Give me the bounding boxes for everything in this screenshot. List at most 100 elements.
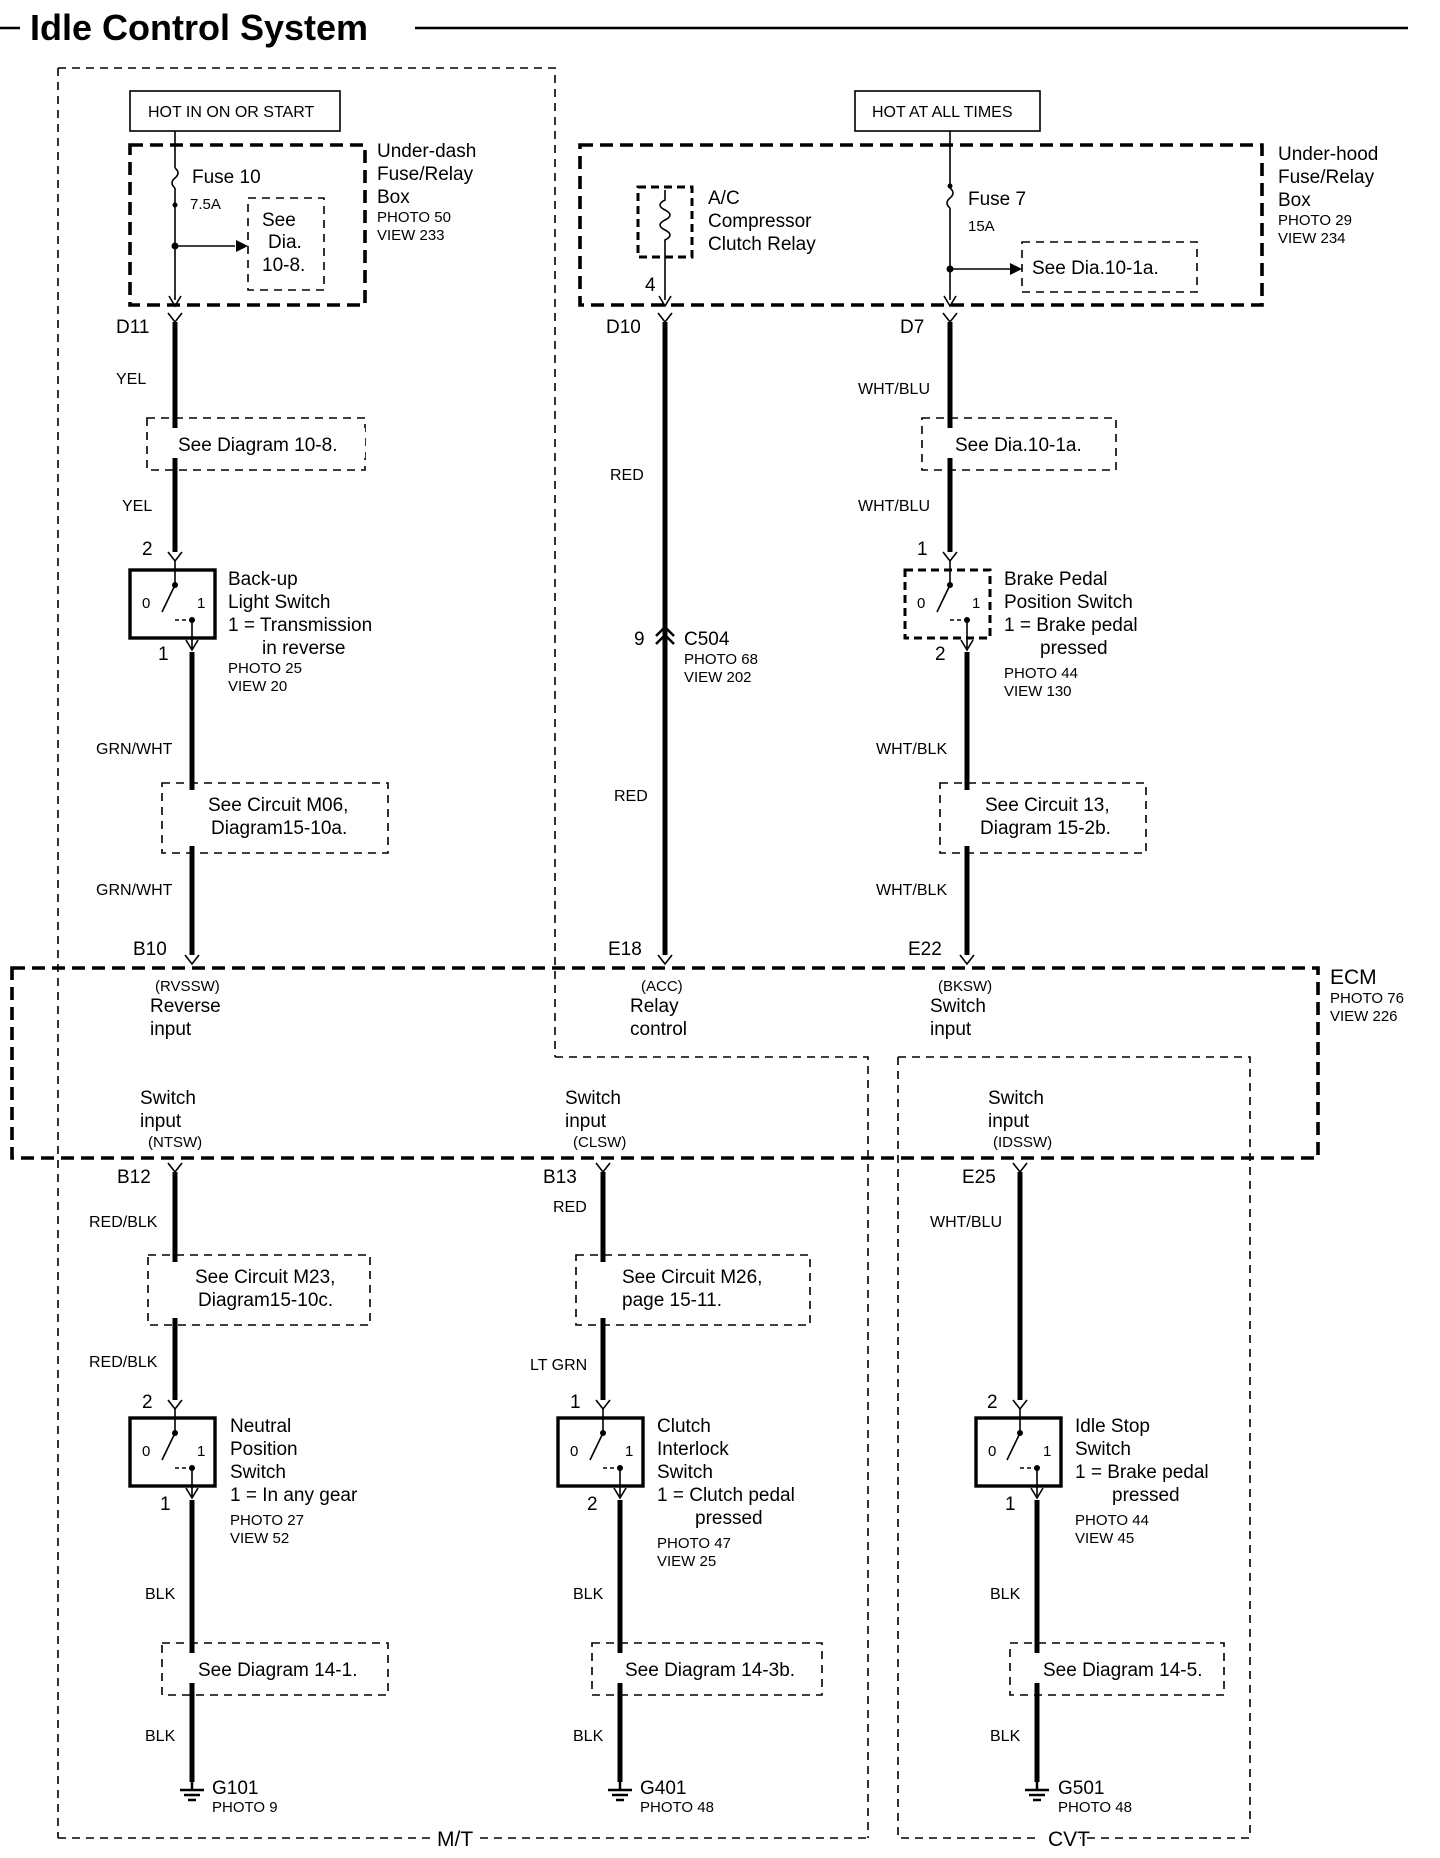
wire-color-blk: BLK bbox=[573, 1586, 604, 1603]
svg-text:Clutch Relay: Clutch Relay bbox=[708, 234, 816, 255]
variant-label-cvt: CVT bbox=[1048, 1828, 1090, 1851]
svg-text:Switch: Switch bbox=[565, 1088, 621, 1109]
ecm-box: ECM PHOTO 76 VIEW 226 (RVSSW) Reverse in… bbox=[10, 966, 1404, 1160]
idle-stop-switch: 0 1 bbox=[974, 1399, 1063, 1500]
ref-diagram-14-5: See Diagram 14-5. bbox=[1043, 1660, 1202, 1681]
wire-color-red-blk: RED/BLK bbox=[89, 1214, 158, 1231]
svg-text:input: input bbox=[988, 1111, 1030, 1132]
ref-circuit-m26: See Circuit M26, bbox=[622, 1267, 762, 1288]
svg-text:PHOTO 47: PHOTO 47 bbox=[657, 1535, 731, 1552]
svg-text:PHOTO 9: PHOTO 9 bbox=[212, 1799, 278, 1816]
svg-text:Switch: Switch bbox=[988, 1088, 1044, 1109]
fuse-7-label: Fuse 7 bbox=[968, 189, 1026, 210]
svg-text:Reverse: Reverse bbox=[150, 996, 221, 1017]
wire-color-blk: BLK bbox=[573, 1728, 604, 1745]
svg-text:See Dia.10-1a.: See Dia.10-1a. bbox=[1032, 258, 1159, 279]
svg-text:0: 0 bbox=[142, 1443, 150, 1460]
circuit-clutch-switch: B13 RED See Circuit M26, page 15-11. LT … bbox=[530, 1162, 823, 1816]
ground-icon bbox=[608, 1782, 632, 1802]
underhood-box-name-1: Under-hood bbox=[1278, 144, 1378, 165]
pin-e22: E22 bbox=[908, 939, 942, 960]
svg-text:Compressor: Compressor bbox=[708, 211, 812, 232]
svg-text:PHOTO 27: PHOTO 27 bbox=[230, 1512, 304, 1529]
arrow-icon bbox=[1010, 263, 1022, 275]
svg-text:1: 1 bbox=[625, 1443, 633, 1460]
ref-diagram-14-1: See Diagram 14-1. bbox=[198, 1660, 357, 1681]
ecm-label: ECM bbox=[1330, 966, 1377, 989]
svg-text:pressed: pressed bbox=[1040, 638, 1108, 659]
svg-text:HOT IN ON OR START: HOT IN ON OR START bbox=[148, 104, 314, 121]
pin-2: 2 bbox=[142, 539, 153, 560]
neutral-switch-name-1: Neutral bbox=[230, 1416, 291, 1437]
ref-diagram-10-8: See Diagram 10-8. bbox=[178, 435, 337, 456]
page-title: Idle Control System bbox=[30, 7, 368, 48]
svg-text:PHOTO 29: PHOTO 29 bbox=[1278, 212, 1352, 229]
pin-d7: D7 bbox=[900, 317, 924, 338]
ground-icon bbox=[1025, 1782, 1049, 1802]
svg-text:VIEW 234: VIEW 234 bbox=[1278, 230, 1346, 247]
neutral-position-switch: 0 1 bbox=[128, 1399, 217, 1500]
hot-label-all-times: HOT AT ALL TIMES bbox=[854, 90, 1041, 132]
fuse-7-symbol bbox=[946, 187, 954, 209]
svg-text:1 = Brake pedal: 1 = Brake pedal bbox=[1075, 1462, 1209, 1483]
svg-text:PHOTO 48: PHOTO 48 bbox=[640, 1799, 714, 1816]
circuit-neutral-switch: B12 RED/BLK See Circuit M23, Diagram15-1… bbox=[89, 1162, 389, 1816]
clutch-switch-name-3: Switch bbox=[657, 1462, 713, 1483]
svg-text:PHOTO 50: PHOTO 50 bbox=[377, 209, 451, 226]
svg-text:1 = Transmission: 1 = Transmission bbox=[228, 615, 372, 636]
clutch-switch-name-1: Clutch bbox=[657, 1416, 711, 1437]
svg-text:HOT AT ALL TIMES: HOT AT ALL TIMES bbox=[872, 104, 1013, 121]
wire-color-blk: BLK bbox=[145, 1586, 176, 1603]
svg-text:PHOTO 44: PHOTO 44 bbox=[1075, 1512, 1149, 1529]
svg-text:Diagram 15-2b.: Diagram 15-2b. bbox=[980, 818, 1111, 839]
connector-c504 bbox=[655, 625, 675, 637]
underhood-box-name-3: Box bbox=[1278, 190, 1311, 211]
underdash-box-name-3: Box bbox=[377, 187, 410, 208]
ecm-code-clsw: (CLSW) bbox=[573, 1134, 626, 1151]
backup-switch-name-2: Light Switch bbox=[228, 592, 330, 613]
title-block: Idle Control System bbox=[0, 7, 1408, 48]
svg-text:10-8.: 10-8. bbox=[262, 255, 305, 276]
circuit-idle-stop-switch: E25 WHT/BLU 2 0 1 1 Idle Stop Switch 1 =… bbox=[930, 1162, 1225, 1816]
fuse-10-symbol bbox=[171, 167, 179, 189]
ground-icon bbox=[180, 1782, 204, 1802]
svg-text:PHOTO 25: PHOTO 25 bbox=[228, 660, 302, 677]
clutch-switch-name-2: Interlock bbox=[657, 1439, 729, 1460]
svg-text:VIEW 233: VIEW 233 bbox=[377, 227, 445, 244]
wire-color-red-blk: RED/BLK bbox=[89, 1354, 158, 1371]
svg-text:PHOTO 68: PHOTO 68 bbox=[684, 651, 758, 668]
ecm-code-acc: (ACC) bbox=[641, 978, 683, 995]
svg-text:VIEW 52: VIEW 52 bbox=[230, 1530, 289, 1547]
underdash-fuse-box: Fuse 10 7.5A See Dia. 10-8. Under-dash F… bbox=[128, 131, 476, 308]
pin-b13: B13 bbox=[543, 1167, 577, 1188]
pin-e18: E18 bbox=[608, 939, 642, 960]
pin-9: 9 bbox=[634, 629, 645, 650]
wire-color-wht-blu: WHT/BLU bbox=[858, 498, 930, 515]
ref-dia-10-1a: See Dia.10-1a. bbox=[955, 435, 1082, 456]
ref-circuit-13: See Circuit 13, bbox=[985, 795, 1110, 816]
pin-2: 2 bbox=[142, 1392, 153, 1413]
pin-2: 2 bbox=[987, 1392, 998, 1413]
svg-text:1: 1 bbox=[1043, 1443, 1051, 1460]
wire-color-wht-blk: WHT/BLK bbox=[876, 882, 947, 899]
underdash-box-name-1: Under-dash bbox=[377, 141, 476, 162]
svg-text:PHOTO 44: PHOTO 44 bbox=[1004, 665, 1078, 682]
svg-text:control: control bbox=[630, 1019, 687, 1040]
wire-color-lt-grn: LT GRN bbox=[530, 1357, 587, 1374]
svg-text:0: 0 bbox=[917, 595, 925, 612]
svg-text:Dia.: Dia. bbox=[268, 232, 302, 253]
svg-text:VIEW 130: VIEW 130 bbox=[1004, 683, 1072, 700]
brake-pedal-position-switch: 0 1 bbox=[903, 551, 992, 652]
pin-d10: D10 bbox=[606, 317, 641, 338]
wire-color-blk: BLK bbox=[145, 1728, 176, 1745]
pin-2: 2 bbox=[935, 644, 946, 665]
underdash-box-name-2: Fuse/Relay bbox=[377, 164, 474, 185]
pin-b10: B10 bbox=[133, 939, 167, 960]
wire-color-red: RED bbox=[553, 1199, 587, 1216]
svg-text:1: 1 bbox=[197, 1443, 205, 1460]
svg-text:Diagram15-10a.: Diagram15-10a. bbox=[211, 818, 347, 839]
idle-stop-switch-name-2: Switch bbox=[1075, 1439, 1131, 1460]
idle-stop-switch-name-1: Idle Stop bbox=[1075, 1416, 1150, 1437]
svg-text:pressed: pressed bbox=[695, 1508, 763, 1529]
